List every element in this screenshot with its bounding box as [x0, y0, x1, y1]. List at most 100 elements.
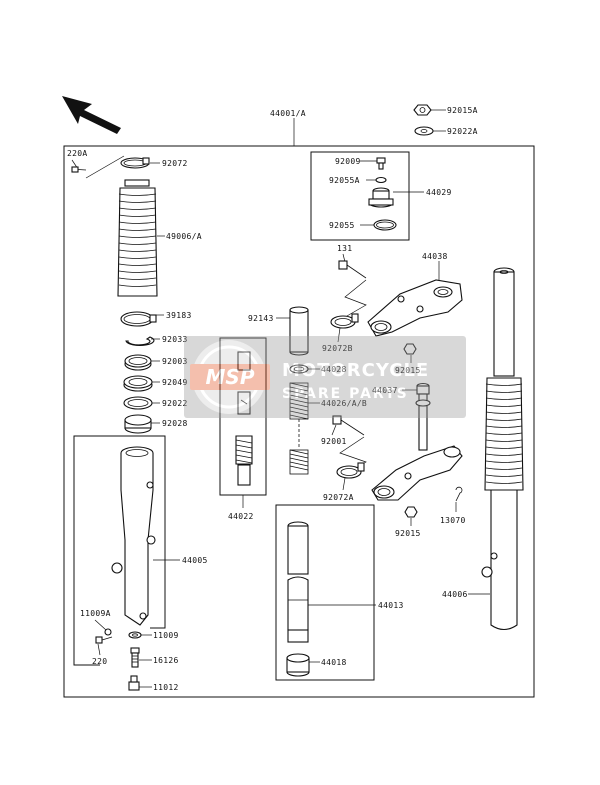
part-label-92003[interactable]: 92003 — [162, 357, 188, 366]
part-92022-washer[interactable] — [123, 396, 153, 410]
part-label-16126[interactable]: 16126 — [153, 656, 179, 665]
part-44005-outer-tube[interactable] — [111, 446, 156, 626]
part-92003-seal[interactable] — [124, 354, 152, 371]
part-label-44029[interactable]: 44029 — [426, 188, 452, 197]
boot-rib — [485, 481, 523, 484]
part-label-92049[interactable]: 92049 — [162, 378, 188, 387]
part-label-44018[interactable]: 44018 — [321, 658, 347, 667]
part-92022A-washer[interactable] — [414, 126, 434, 136]
boot-rib — [485, 404, 523, 407]
part-131-bolt[interactable] — [338, 260, 367, 279]
part-label-220[interactable]: 220 — [92, 657, 107, 666]
boot-rib — [485, 425, 523, 428]
part-label-49006[interactable]: 49006/A — [166, 232, 202, 241]
boot-rib — [118, 277, 157, 280]
part-44037-steering-stem[interactable] — [371, 382, 463, 501]
part-220A-screw[interactable] — [71, 166, 87, 173]
part-92028-bushing[interactable] — [124, 414, 152, 434]
part-label-92022A[interactable]: 92022A — [447, 127, 478, 136]
part-label-92015A[interactable]: 92015A — [447, 106, 478, 115]
part-92143-spacer-tube[interactable] — [289, 306, 309, 356]
msp-logo-text: MSP — [206, 365, 255, 389]
boot-rib — [485, 411, 523, 414]
part-92049-oil-seal[interactable] — [123, 375, 153, 392]
part-label-44028[interactable]: 44028 — [321, 365, 347, 374]
boot-rib — [485, 418, 523, 421]
part-92072B-clamp[interactable] — [330, 313, 359, 329]
part-39183-clamp[interactable] — [120, 311, 157, 327]
part-label-92143[interactable]: 92143 — [248, 314, 274, 323]
part-label-92072[interactable]: 92072 — [162, 159, 188, 168]
part-label-220A[interactable]: 220A — [67, 149, 87, 158]
part-44018-bushing[interactable] — [286, 653, 310, 677]
part-92009-screw[interactable] — [376, 157, 386, 170]
boot-rib — [485, 460, 523, 463]
boot-rib — [485, 453, 523, 456]
part-44022-damper-rod[interactable] — [235, 351, 253, 486]
part-label-131[interactable]: 131 — [337, 244, 352, 253]
part-44006-fork-assembly[interactable] — [481, 267, 524, 631]
part-92072A-clamp[interactable] — [336, 462, 365, 479]
outer-tube-group-frame — [73, 435, 166, 666]
boot-rib — [118, 207, 157, 210]
part-44026-fork-spring[interactable] — [289, 382, 309, 475]
part-92072-clamp[interactable] — [120, 157, 150, 169]
part-label-92033[interactable]: 92033 — [162, 335, 188, 344]
part-11009A-gasket[interactable] — [104, 628, 112, 636]
boot-rib — [485, 474, 523, 477]
part-label-44013[interactable]: 44013 — [378, 601, 404, 610]
part-label-44026[interactable]: 44026/A/B — [321, 399, 367, 408]
inner-tube-group-frame — [275, 504, 375, 681]
part-label-44005[interactable]: 44005 — [182, 556, 208, 565]
part-92015-nut-top[interactable] — [403, 343, 417, 355]
part-label-44037[interactable]: 44037 — [372, 386, 398, 395]
part-label-92015-top[interactable]: 92015 — [395, 366, 421, 375]
part-label-11009A[interactable]: 11009A — [80, 609, 111, 618]
part-label-92015-bottom[interactable]: 92015 — [395, 529, 421, 538]
watermark-line1: MOTORCYCLE — [282, 360, 429, 381]
part-44013-inner-tube[interactable] — [287, 521, 309, 643]
part-92055A-oring[interactable] — [375, 176, 387, 184]
part-13070-pin[interactable] — [455, 486, 463, 502]
part-16126-drain-bolt[interactable] — [130, 647, 140, 668]
part-11009-gasket[interactable] — [128, 631, 142, 639]
part-label-92001[interactable]: 92001 — [321, 437, 347, 446]
boot-rib — [118, 270, 157, 273]
part-label-11009[interactable]: 11009 — [153, 631, 179, 640]
boot-rib — [118, 214, 157, 217]
part-label-44001[interactable]: 44001/A — [270, 109, 306, 118]
front-direction-arrow-icon — [62, 96, 121, 134]
part-label-92055A[interactable]: 92055A — [329, 176, 360, 185]
boot-rib — [118, 256, 157, 259]
part-92015-nut-bottom[interactable] — [404, 506, 418, 518]
part-label-92028[interactable]: 92028 — [162, 419, 188, 428]
boot-rib — [485, 467, 523, 470]
part-label-44006[interactable]: 44006 — [442, 590, 468, 599]
part-label-39183[interactable]: 39183 — [166, 311, 192, 320]
boot-rib — [118, 242, 157, 245]
part-220-screw[interactable] — [95, 636, 113, 644]
boot-rib — [118, 263, 157, 266]
part-92015A-nut[interactable] — [413, 104, 432, 116]
boot-rib — [485, 383, 523, 386]
part-44029-cap-bolt[interactable] — [368, 187, 394, 208]
part-92033-circlip[interactable] — [125, 336, 155, 347]
part-label-92009[interactable]: 92009 — [335, 157, 361, 166]
boot-rib — [118, 284, 157, 287]
part-label-92072A[interactable]: 92072A — [323, 493, 354, 502]
part-label-92022[interactable]: 92022 — [162, 399, 188, 408]
part-label-92055[interactable]: 92055 — [329, 221, 355, 230]
part-label-11012[interactable]: 11012 — [153, 683, 179, 692]
boot-rib — [118, 221, 157, 224]
part-49006-fork-boot[interactable] — [117, 179, 158, 297]
part-92001-bolt[interactable] — [332, 415, 365, 436]
part-label-44038[interactable]: 44038 — [422, 252, 448, 261]
part-label-44022[interactable]: 44022 — [228, 512, 254, 521]
part-label-92072B[interactable]: 92072B — [322, 344, 353, 353]
boot-rib — [485, 390, 523, 393]
part-92055-oring[interactable] — [373, 219, 397, 231]
part-44038-upper-bracket[interactable] — [367, 279, 463, 337]
part-label-13070[interactable]: 13070 — [440, 516, 466, 525]
part-11012-bolt[interactable] — [128, 675, 140, 691]
